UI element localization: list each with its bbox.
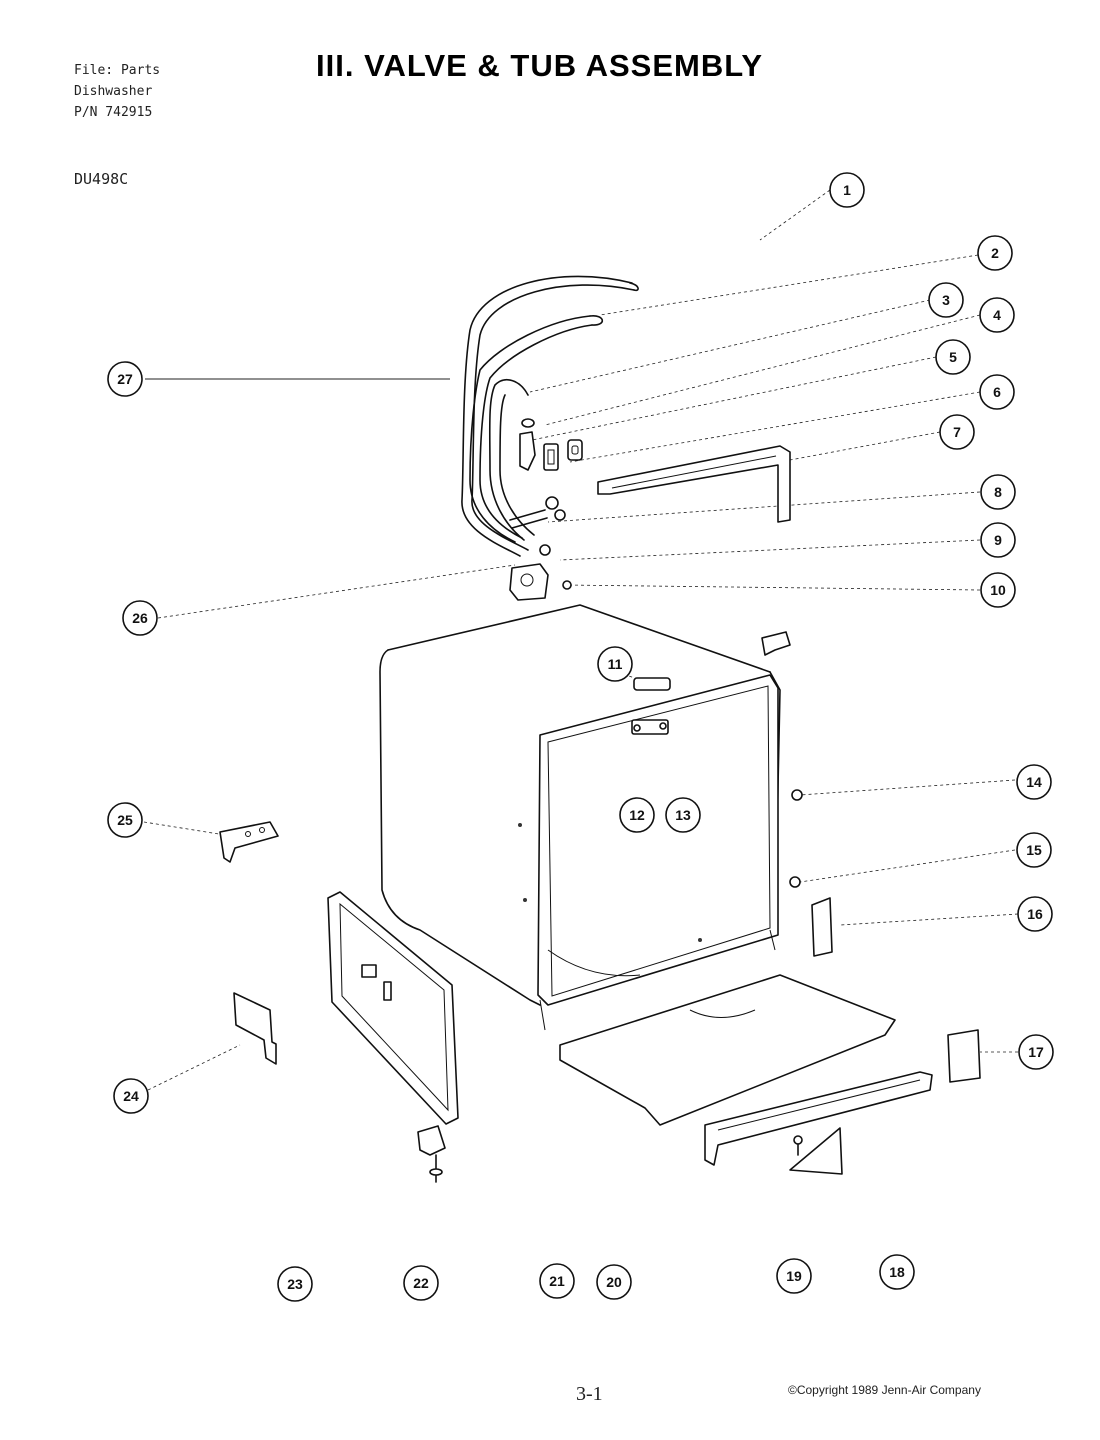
callout: 13 <box>665 797 701 833</box>
vent-hose <box>488 379 535 541</box>
svg-text:11: 11 <box>608 656 623 672</box>
svg-text:18: 18 <box>889 1264 905 1280</box>
callout: 11 <box>597 646 633 682</box>
callout: 15 <box>1016 832 1052 868</box>
callout: 14 <box>1016 764 1052 800</box>
top-bracket <box>597 445 791 523</box>
callout: 22 <box>403 1265 439 1301</box>
svg-text:9: 9 <box>994 532 1002 548</box>
callout: 19 <box>776 1258 812 1294</box>
svg-text:27: 27 <box>117 371 133 387</box>
svg-text:5: 5 <box>949 349 957 365</box>
file-info-line: P/N 742915 <box>74 105 153 120</box>
svg-text:16: 16 <box>1027 906 1043 922</box>
callout: 1 <box>829 172 865 208</box>
svg-text:19: 19 <box>786 1268 802 1284</box>
side-panel <box>327 891 459 1183</box>
svg-text:1: 1 <box>843 182 851 198</box>
corner-bracket <box>789 1127 843 1175</box>
svg-text:7: 7 <box>953 424 961 440</box>
callout: 20 <box>596 1264 632 1300</box>
callout: 24 <box>113 1078 149 1114</box>
callout: 23 <box>277 1266 313 1302</box>
callout: 3 <box>928 282 964 318</box>
svg-text:3: 3 <box>942 292 950 308</box>
svg-text:15: 15 <box>1026 842 1042 858</box>
callout: 9 <box>980 522 1016 558</box>
svg-text:26: 26 <box>132 610 148 626</box>
svg-text:25: 25 <box>117 812 133 828</box>
callout: 4 <box>979 297 1015 333</box>
toe-rail <box>704 1071 933 1166</box>
fill-hose <box>461 275 639 557</box>
file-info: File: Parts Dishwasher P/N 742915 <box>74 60 160 123</box>
svg-text:21: 21 <box>549 1273 565 1289</box>
callout: 25 <box>107 802 143 838</box>
callout: 2 <box>977 235 1013 271</box>
svg-text:14: 14 <box>1026 774 1042 790</box>
tub <box>379 604 803 1031</box>
page-title: III. VALVE & TUB ASSEMBLY <box>316 48 763 83</box>
svg-text:17: 17 <box>1028 1044 1044 1060</box>
callout: 8 <box>980 474 1016 510</box>
side-bracket <box>811 897 833 957</box>
svg-text:22: 22 <box>413 1275 429 1291</box>
callout: 12 <box>619 797 655 833</box>
file-info-line: Dishwasher <box>74 84 153 99</box>
insulation-pad <box>947 1029 981 1083</box>
svg-text:20: 20 <box>606 1274 622 1290</box>
callout: 17 <box>1018 1034 1054 1070</box>
small-panel <box>233 992 277 1065</box>
hinge-bracket <box>219 821 279 863</box>
svg-text:10: 10 <box>990 582 1006 598</box>
callout: 7 <box>939 414 975 450</box>
svg-text:23: 23 <box>287 1276 303 1292</box>
copyright-text: ©Copyright 1989 Jenn-Air Company <box>788 1383 981 1397</box>
callout: 10 <box>980 572 1016 608</box>
model-number: DU498C <box>74 170 129 188</box>
valve-parts <box>509 418 583 601</box>
callout: 21 <box>539 1263 575 1299</box>
svg-text:2: 2 <box>991 245 999 261</box>
callout: 6 <box>979 374 1015 410</box>
callout: 26 <box>122 600 158 636</box>
svg-text:24: 24 <box>123 1088 139 1104</box>
page-number: 3-1 <box>576 1383 603 1405</box>
file-info-line: File: Parts <box>74 63 161 78</box>
callout: 16 <box>1017 896 1053 932</box>
svg-text:4: 4 <box>993 307 1001 323</box>
callout: 18 <box>879 1254 915 1290</box>
svg-text:13: 13 <box>675 807 691 823</box>
svg-text:12: 12 <box>629 807 645 823</box>
svg-text:8: 8 <box>994 484 1002 500</box>
callout: 27 <box>107 361 143 397</box>
svg-text:6: 6 <box>993 384 1001 400</box>
callout: 5 <box>935 339 971 375</box>
screws <box>633 722 667 732</box>
inlet-hose <box>469 315 604 543</box>
base-plate <box>559 974 896 1126</box>
